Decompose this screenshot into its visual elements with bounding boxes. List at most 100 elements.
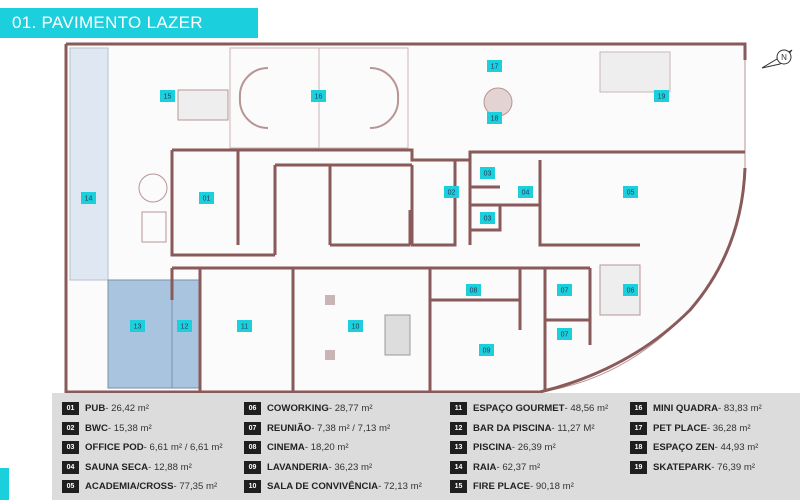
svg-text:19: 19 <box>658 94 666 101</box>
legend-item-number: 16 <box>630 402 647 416</box>
svg-text:13: 13 <box>134 324 142 331</box>
raia-lane <box>69 47 109 281</box>
legend-item-number: 12 <box>450 421 467 435</box>
legend-item-name: OFFICE POD <box>85 442 144 454</box>
legend-item-area: - 28,77 m² <box>328 403 373 415</box>
legend-item-area: - 26,42 m² <box>105 403 149 415</box>
legend-item-name: PET PLACE <box>653 422 707 434</box>
legend-item-area: - 83,83 m² <box>718 403 762 415</box>
legend-item-number: 03 <box>62 441 79 455</box>
legend-item-number: 07 <box>244 421 261 435</box>
legend-item-area: - 15,38 m² <box>107 422 152 434</box>
svg-text:18: 18 <box>491 116 499 123</box>
svg-text:07: 07 <box>561 332 569 339</box>
legend-item-area: - 77,35 m² <box>173 481 218 493</box>
legend-item-area: - 44,93 m² <box>714 442 759 454</box>
svg-text:10: 10 <box>352 324 360 331</box>
legend-item-area: - 36,28 m² <box>706 422 751 434</box>
svg-text:02: 02 <box>448 190 456 197</box>
room-label-18: 18 <box>487 112 502 124</box>
legend-item: 03 OFFICE POD - 6,61 m² / 6,61 m² <box>62 438 223 458</box>
room-label-14: 14 <box>81 192 96 204</box>
room-label-16: 16 <box>311 90 326 102</box>
room-label-12: 12 <box>177 320 192 332</box>
legend-item-area: - 6,61 m² / 6,61 m² <box>143 442 223 454</box>
zen-tree <box>483 87 513 117</box>
svg-text:15: 15 <box>164 94 172 101</box>
legend-item-name: BWC <box>85 422 108 434</box>
room-label-08: 08 <box>466 284 481 296</box>
floor-title: 01. PAVIMENTO LAZER <box>0 8 258 38</box>
legend-item-number: 09 <box>244 460 261 474</box>
svg-text:06: 06 <box>627 288 635 295</box>
legend-item-name: RAIA <box>473 461 497 473</box>
skatepark <box>599 51 671 93</box>
svg-text:08: 08 <box>470 288 478 295</box>
svg-text:04: 04 <box>522 190 530 197</box>
room-label-07a: 07 <box>557 284 572 296</box>
pool <box>107 279 201 389</box>
svg-text:09: 09 <box>483 348 491 355</box>
legend-item-number: 08 <box>244 441 261 455</box>
legend-item-number: 05 <box>62 480 79 494</box>
svg-text:17: 17 <box>491 64 499 71</box>
legend-item-name: PUB <box>85 403 106 415</box>
legend-item-name: COWORKING <box>267 403 329 415</box>
room-label-03a: 03 <box>480 167 495 179</box>
north-arrow-icon: N <box>761 49 793 69</box>
legend-item-name: PISCINA <box>473 442 512 454</box>
legend-item-number: 11 <box>450 402 467 416</box>
room-label-17: 17 <box>487 60 502 72</box>
legend-item-name: SAUNA SECA <box>85 461 149 473</box>
room-label-01: 01 <box>199 192 214 204</box>
room-label-04: 04 <box>518 186 533 198</box>
legend-item: 10 SALA DE CONVIVÊNCIA - 72,13 m² <box>244 477 422 497</box>
legend-item-area: - 11,27 M² <box>551 422 595 434</box>
legend-item-area: - 36,23 m² <box>328 461 373 473</box>
room-label-02: 02 <box>444 186 459 198</box>
legend-item-number: 10 <box>244 480 261 494</box>
legend-item-name: ACADEMIA/CROSS <box>85 481 174 493</box>
legend-item-area: - 76,39 m² <box>711 461 756 473</box>
legend-item-name: SALA DE CONVIVÊNCIA <box>267 481 379 493</box>
legend-item-number: 15 <box>450 480 467 494</box>
legend-item-name: CINEMA <box>267 442 305 454</box>
svg-text:12: 12 <box>181 324 189 331</box>
legend-item-name: ESPAÇO ZEN <box>653 442 715 454</box>
room-label-05: 05 <box>623 186 638 198</box>
room-label-15: 15 <box>160 90 175 102</box>
svg-text:N: N <box>781 53 787 62</box>
legend-item: 05 ACADEMIA/CROSS - 77,35 m² <box>62 477 223 497</box>
outer-wall <box>64 42 747 394</box>
legend-item-area: - 7,38 m² / 7,13 m² <box>311 422 391 434</box>
legend-item-area: - 72,13 m² <box>378 481 422 493</box>
legend-item-area: - 48,56 m² <box>564 403 609 415</box>
room-label-09: 09 <box>479 344 494 356</box>
accent-bar <box>0 468 9 500</box>
svg-text:03: 03 <box>484 171 492 178</box>
legend-item-number: 14 <box>450 460 467 474</box>
legend-item-number: 19 <box>630 460 647 474</box>
room-label-11: 11 <box>237 320 252 332</box>
room-label-07b: 07 <box>557 328 572 340</box>
svg-text:11: 11 <box>241 324 248 331</box>
room-label-06: 06 <box>623 284 638 296</box>
svg-text:16: 16 <box>315 94 323 101</box>
room-label-19: 19 <box>654 90 669 102</box>
